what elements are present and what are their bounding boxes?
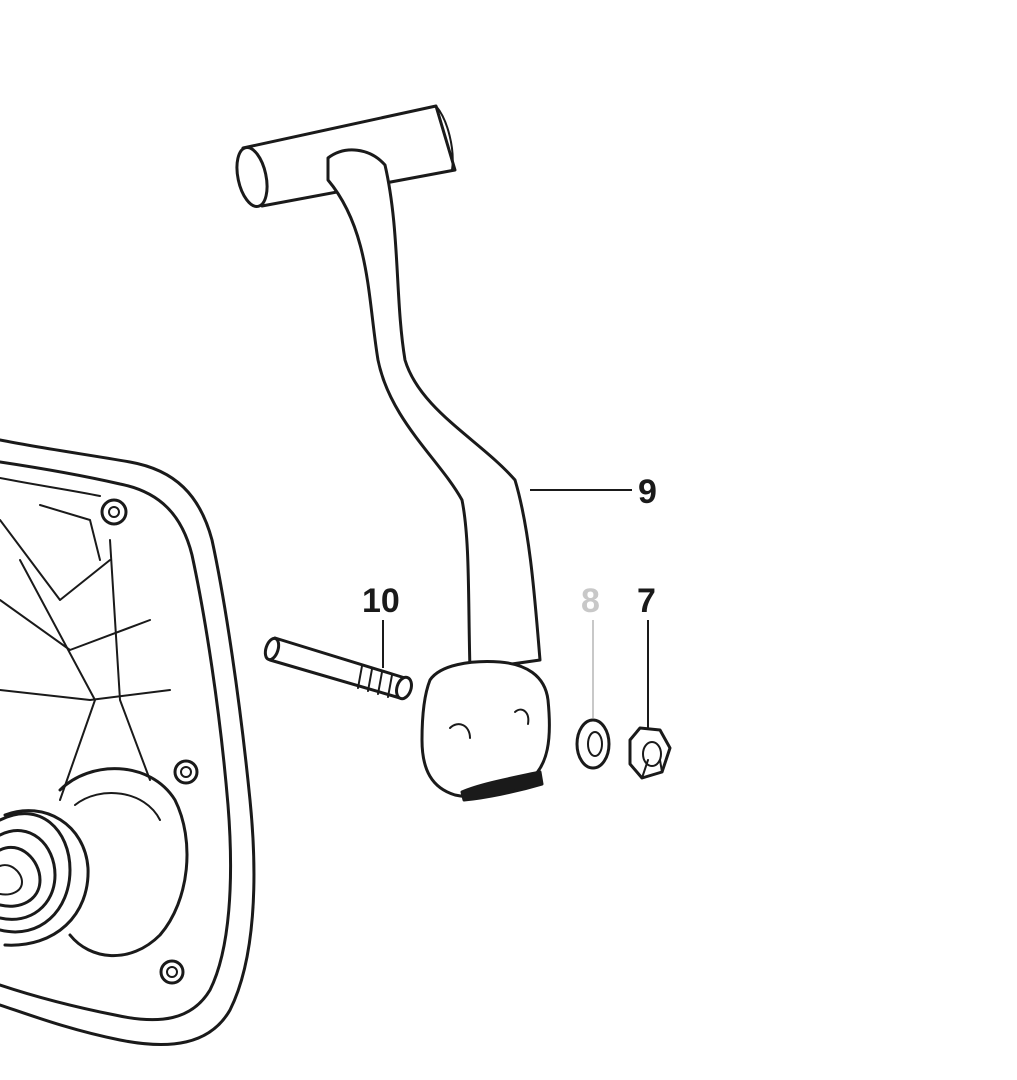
washer <box>575 718 611 770</box>
callout-8: 8 <box>581 582 600 620</box>
stud-bolt <box>263 636 413 701</box>
callout-9: 9 <box>638 473 657 511</box>
gearbox-cover-housing <box>0 438 256 1046</box>
kickstart-lever <box>235 104 551 802</box>
callout-10: 10 <box>362 582 400 620</box>
hex-nut <box>628 726 672 780</box>
spring-icon <box>0 809 90 947</box>
callout-7: 7 <box>637 582 656 620</box>
